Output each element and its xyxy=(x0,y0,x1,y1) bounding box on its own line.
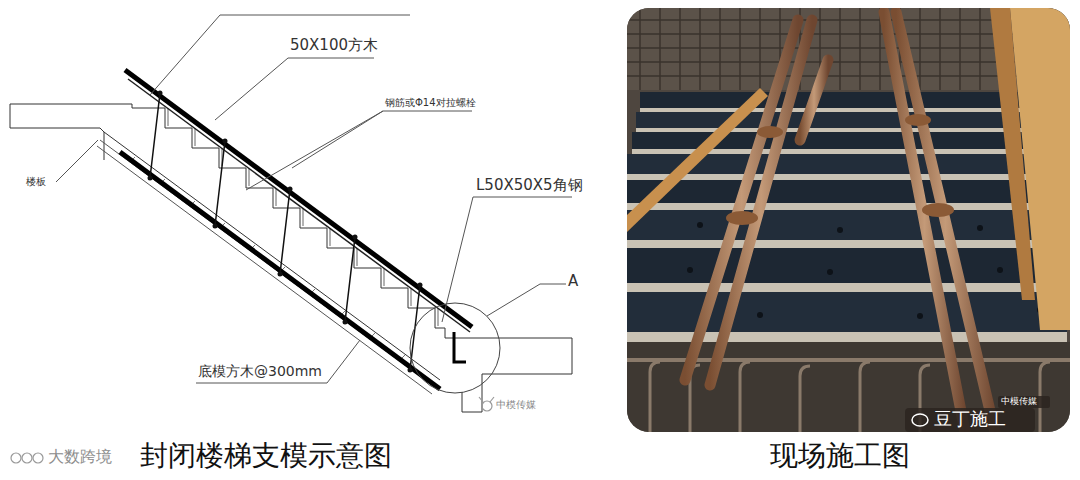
watermark: 中模传媒 xyxy=(1001,396,1037,406)
dimension-label: 底模方木@300mm xyxy=(198,363,322,379)
site-photo xyxy=(627,8,1070,432)
stair-drawing xyxy=(10,15,572,463)
watermark: 豆丁施工 xyxy=(934,409,1006,430)
part-label: 钢筋或Φ14对拉螺栓 xyxy=(385,97,476,109)
detail-callout: A xyxy=(568,273,578,290)
watermark: 大数跨境 xyxy=(48,448,112,466)
panel-caption: 封闭楼梯支模示意图 xyxy=(140,440,392,472)
part-label: 50X100方木 xyxy=(290,37,378,54)
part-label: L50X50X5角钢 xyxy=(476,177,583,194)
part-label: 楼板 xyxy=(26,176,46,188)
watermark: 中模传媒 xyxy=(496,399,536,411)
panel-caption: 现场施工图 xyxy=(770,440,910,472)
